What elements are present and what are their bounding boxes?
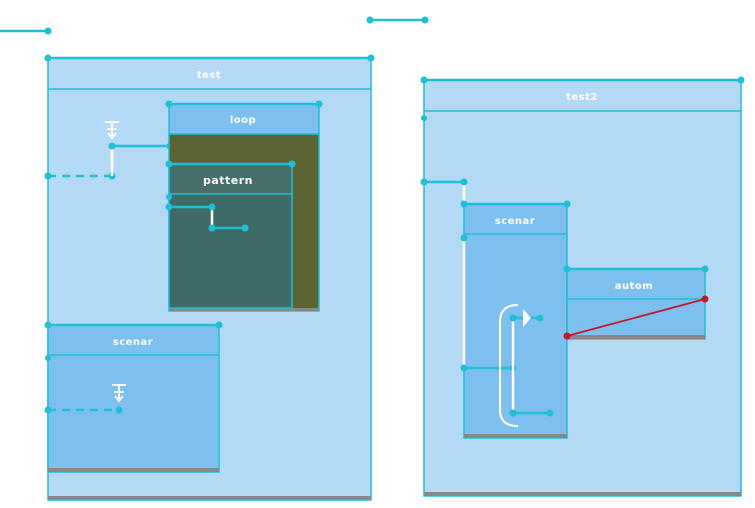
scenar-left-title: scenar [113,337,153,348]
scenar-right-flow[interactable] [460,234,554,427]
autom-container[interactable]: autom [563,265,709,340]
stray-connector-top-middle[interactable] [366,16,429,24]
scenar-right-container[interactable]: scenar [460,200,571,439]
autom-transition[interactable] [563,295,709,340]
loop-title: loop [230,115,256,126]
test-start-marker[interactable] [44,121,174,180]
test2-entry-connector[interactable] [420,178,468,205]
anchor-icon [112,384,126,403]
anchor-icon [105,121,119,140]
scenar-left-container[interactable]: scenar [44,321,223,473]
pattern-container[interactable]: pattern [165,160,296,309]
stray-connector-top-left[interactable] [0,27,52,35]
test2-title: test2 [566,92,598,103]
pattern-connector[interactable] [165,203,249,232]
scenar-left-start-marker[interactable] [44,384,127,414]
test-bottom-bar [48,496,371,500]
scenar-right-title: scenar [495,216,535,227]
loop-bracket-icon [499,304,519,427]
autom-title: autom [615,281,653,292]
test-title: test [197,70,221,81]
pattern-title: pattern [203,174,253,187]
play-arrow-icon [523,309,531,327]
